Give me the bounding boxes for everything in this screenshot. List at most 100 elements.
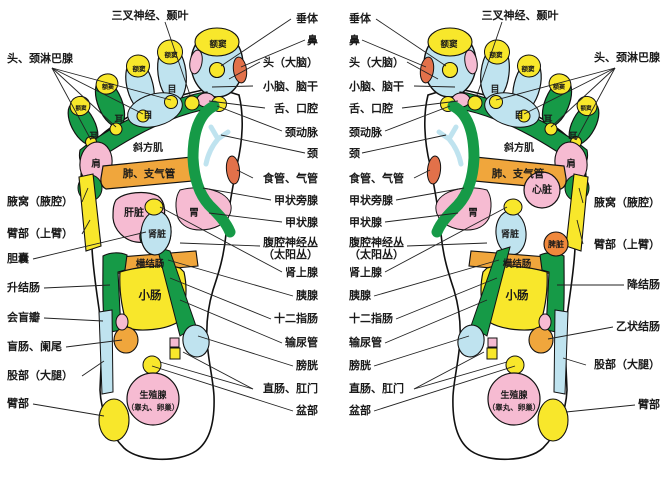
medial-label: 肾上腺: [285, 265, 319, 279]
outer-label: 会盲瓣: [7, 310, 40, 324]
medial-label: 十二指肠: [349, 311, 393, 325]
left-foot-zone-labels: 额窦 额窦 额窦 额窦 额窦 目 目 耳 耳 斜方肌 肺、支气管 肩 肝脏 胃 …: [75, 39, 227, 412]
medial-label: 垂体: [349, 11, 372, 25]
outer-label: 臂部: [638, 397, 660, 411]
outer-label: 乙状结肠: [616, 319, 660, 333]
zone-label-kidney: 肾脏: [501, 228, 519, 239]
zone-label-ear: 耳: [89, 131, 98, 141]
outer-label: 升结肠: [7, 280, 40, 294]
medial-labels-right-column: 垂体 鼻 头（大脑） 小脑、脑干 舌、口腔 颈动脉 颈 食管、气管 甲状旁腺 甲…: [348, 11, 404, 417]
zone-label-gonads: 生殖腺: [139, 389, 167, 400]
zone-label-gonads: （睾丸、卵巢）: [127, 402, 180, 412]
outer-label: 腋窝（腋腔）: [6, 194, 73, 208]
medial-label: 鼻: [307, 33, 318, 47]
medial-label: 腹腔神经丛: [349, 235, 404, 249]
zone-label-frontal-sinus: 额窦: [75, 104, 87, 112]
zone-label-transverse-colon: 横结肠: [503, 258, 532, 270]
zone-label-eye: 目: [167, 84, 176, 94]
zone-label-kidney: 肾脏: [148, 228, 166, 239]
medial-label: 小脑、脑干: [348, 79, 404, 93]
outer-label: 头、颈淋巴腺: [7, 51, 74, 65]
zone-label-eye: 目: [143, 110, 152, 120]
medial-label: 甲状腺: [285, 215, 319, 229]
medial-label: 食管、气管: [349, 171, 404, 185]
medial-label: 甲状旁腺: [274, 193, 319, 207]
zone-label-eye: 目: [514, 110, 523, 120]
zone-label-frontal-sinus: 额窦: [133, 64, 147, 73]
zone-label-stomach: 胃: [468, 207, 478, 219]
medial-label: 颈动脉: [285, 125, 319, 139]
outer-label: 臂部: [7, 396, 29, 410]
medial-label: 直肠、肛门: [349, 381, 404, 395]
outer-label: 股部（大腿）: [594, 357, 660, 371]
medial-label: 输尿管: [349, 335, 382, 349]
zone-spleen: [543, 231, 569, 257]
zone-label-transverse-colon: 横结肠: [136, 258, 165, 270]
zone-label-frontal-sinus: 额窦: [440, 39, 458, 49]
medial-label: 膀胱: [348, 358, 371, 372]
medial-label: 食管、气管: [263, 171, 318, 185]
zone-label-gonads: 生殖腺: [500, 389, 528, 400]
medial-label: （太阳丛）: [263, 247, 318, 261]
zone-label-small-intestine: 小肠: [505, 288, 529, 302]
zone-label-lung-bronchi: 肺、支气管: [492, 167, 545, 180]
top-label-trigeminal-left: 三叉神经、颞叶: [112, 8, 189, 22]
zone-label-frontal-sinus: 额窦: [522, 64, 536, 73]
zone-label-trapezius: 斜方肌: [503, 141, 534, 154]
zone-label-gonads: （睾丸、卵巢）: [488, 402, 541, 412]
zone-label-lung-bronchi: 肺、支气管: [123, 167, 176, 180]
zone-label-small-intestine: 小肠: [138, 288, 162, 302]
right-foot-lines: [361, 18, 636, 413]
right-foot-zone-labels: 额窦 额窦 额窦 额窦 额窦 目 目 耳 耳 斜方肌 肺、支气管 肩 心脏 胃 …: [440, 39, 592, 412]
medial-label: 盆部: [348, 403, 371, 417]
medial-label: 肾上腺: [349, 265, 383, 279]
medial-label: 直肠、肛门: [263, 381, 318, 395]
medial-label: 胰腺: [295, 288, 319, 302]
zone-adrenal: [144, 198, 164, 216]
medial-label: 舌、口腔: [274, 101, 318, 115]
medial-label: 膀胱: [295, 358, 318, 372]
outer-label: 头、颈淋巴腺: [594, 50, 661, 64]
medial-label: 颈: [307, 147, 318, 160]
left-foot-diagram: [62, 28, 248, 459]
outer-label: 股部（大腿）: [7, 368, 73, 382]
top-label-trigeminal-right: 三叉神经、颞叶: [482, 8, 559, 22]
zone-label-frontal-sinus: 额窦: [580, 104, 592, 112]
outer-label: 盲肠、阑尾: [7, 339, 62, 353]
medial-label: 颈动脉: [349, 125, 383, 139]
outer-label: 腋窝（腋腔）: [593, 195, 660, 209]
zone-label-frontal-sinus: 额窦: [490, 50, 504, 59]
zone-heart: [523, 171, 561, 209]
zone-label-ear: 耳: [114, 114, 123, 124]
outer-label: 降结肠: [627, 277, 660, 291]
outer-labels-right: 头、颈淋巴腺 腋窝（腋腔） 臂部（上臂） 降结肠 乙状结肠 股部（大腿） 臂部: [593, 50, 661, 411]
outer-label: 臂部（上臂）: [594, 237, 660, 251]
zone-label-frontal-sinus: 额窦: [102, 83, 114, 91]
medial-label: 甲状旁腺: [349, 193, 394, 207]
medial-label: 小脑、脑干: [262, 79, 318, 93]
zone-label-shoulder: 肩: [90, 158, 101, 170]
zone-label-frontal-sinus: 额窦: [553, 83, 565, 91]
zone-label-eye: 目: [490, 84, 499, 94]
medial-label: 盆部: [295, 403, 318, 417]
medial-label: 输尿管: [285, 335, 318, 349]
zone-label-ear: 耳: [568, 131, 577, 141]
zone-label-liver: 肝脏: [124, 206, 144, 219]
outer-labels-left: 头、颈淋巴腺 腋窝（腋腔） 臂部（上臂） 胆囊 升结肠 会盲瓣 盲肠、阑尾 股部…: [6, 51, 74, 410]
medial-label: 头（大脑）: [349, 55, 404, 69]
outer-label: 臂部（上臂）: [7, 226, 73, 240]
zone-label-shoulder: 肩: [565, 158, 576, 170]
medial-label: 颈: [349, 147, 360, 160]
medial-label: 胰腺: [348, 288, 372, 302]
medial-label: 腹腔神经丛: [263, 235, 318, 249]
zone-label-ear: 耳: [543, 114, 552, 124]
medial-label: （太阳丛）: [349, 247, 404, 261]
left-foot-lines: [32, 18, 306, 417]
medial-label: 舌、口腔: [349, 101, 393, 115]
medial-label: 垂体: [296, 11, 319, 25]
outer-label: 胆囊: [7, 251, 30, 265]
zone-label-spleen: 脾脏: [547, 239, 564, 249]
zone-label-heart: 心脏: [532, 183, 552, 196]
medial-labels-left-column: 垂体 鼻 头（大脑） 小脑、脑干 舌、口腔 颈动脉 颈 食管、气管 甲状旁腺 甲…: [262, 11, 319, 417]
right-foot-diagram: [419, 28, 605, 459]
